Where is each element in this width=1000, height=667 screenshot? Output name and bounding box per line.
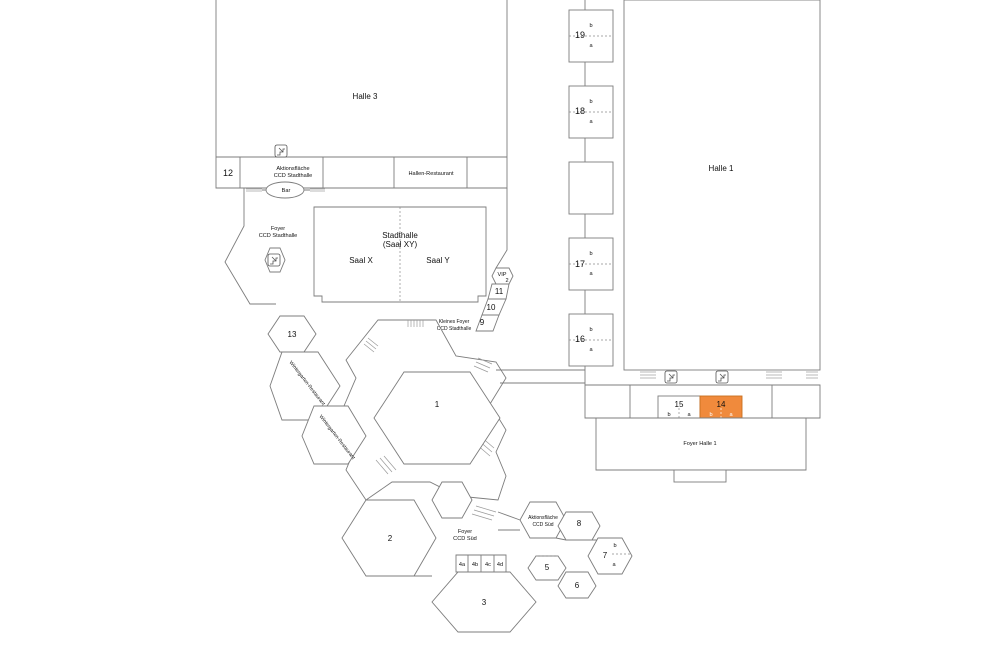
room-4d-label: 4d — [497, 562, 503, 568]
stadthalle-label: Stadthalle — [382, 231, 418, 240]
aktionsflaeche-stadthalle-label: Aktionsfläche — [276, 166, 309, 172]
wintergarten-restaurant-2[interactable] — [301, 405, 367, 465]
room-18-label: 18 — [575, 106, 585, 116]
saal-x-label[interactable]: Saal X — [349, 256, 373, 265]
stairs — [640, 371, 818, 379]
stairs-icon — [664, 370, 678, 384]
room-19[interactable] — [568, 9, 614, 63]
room-18a-label: a — [589, 119, 593, 125]
room-16a-label: a — [589, 347, 593, 353]
room-8-label: 8 — [577, 519, 582, 528]
room-18b-label: b — [589, 99, 592, 105]
room-5-label: 5 — [545, 563, 550, 572]
kleines-foyer-sub: CCD Stadthalle — [437, 326, 472, 332]
stairs-icon — [267, 253, 281, 267]
room-4a-label: 4a — [459, 562, 466, 568]
room-17-label: 17 — [575, 259, 585, 269]
room-7b-label: b — [613, 543, 616, 549]
bar[interactable] — [265, 181, 305, 199]
aktionsflaeche-stadthalle-sub: CCD Stadthalle — [274, 173, 313, 179]
room-19a-label: a — [589, 43, 593, 49]
hallen-restaurant-label[interactable]: Hallen-Restaurant — [408, 171, 454, 177]
room-19-label: 19 — [575, 30, 585, 40]
room-1-label: 1 — [435, 400, 440, 409]
room-9-label[interactable]: 9 — [480, 318, 485, 327]
room-16[interactable] — [568, 313, 614, 367]
room-3-label: 3 — [482, 598, 487, 607]
stairs-icon — [274, 144, 288, 158]
vip-2-label: 2 — [505, 278, 508, 284]
room-17b-label: b — [589, 251, 592, 257]
stair-core — [431, 481, 473, 519]
room-14-label: 14 — [717, 400, 726, 409]
foyer-halle-1-label: Foyer Halle 1 — [683, 441, 716, 447]
halle-3-label: Halle 3 — [353, 92, 378, 101]
room-15a-label: a — [687, 412, 691, 418]
room-4c-label: 4c — [485, 562, 491, 568]
halle-3[interactable]: Halle 3 — [215, 0, 508, 189]
room-7a-label: a — [612, 562, 616, 568]
stairs — [363, 320, 497, 521]
room-10-label[interactable]: 10 — [487, 303, 496, 312]
room-15b-label: b — [667, 412, 670, 418]
saal-y-label[interactable]: Saal Y — [426, 256, 450, 265]
bar-label: Bar — [282, 188, 291, 194]
halle-1[interactable] — [584, 0, 821, 419]
aktionsflaeche-sued-label: Aktionsfläche — [528, 515, 558, 521]
room-16-label: 16 — [575, 334, 585, 344]
room-17a-label: a — [589, 271, 593, 277]
room-15-label: 15 — [675, 400, 684, 409]
room-18[interactable] — [568, 85, 614, 139]
halle-1-label: Halle 1 — [709, 164, 734, 173]
room-17[interactable] — [568, 237, 614, 291]
room-16b-label: b — [589, 327, 592, 333]
room-14b-label: b — [709, 412, 712, 418]
room-3[interactable] — [431, 571, 537, 633]
foyer-sued-sub: CCD Süd — [453, 536, 477, 542]
room-1[interactable] — [373, 371, 501, 465]
vip-label[interactable]: VIP — [497, 272, 506, 278]
room-11-label[interactable]: 11 — [495, 287, 504, 296]
room-6[interactable] — [557, 571, 597, 599]
foyer-halle-1[interactable] — [595, 417, 807, 483]
room-4b-label: 4b — [472, 562, 478, 568]
stadthalle[interactable] — [313, 206, 487, 303]
room-7-label: 7 — [603, 551, 608, 560]
kleines-foyer-label: Kleines Foyer — [439, 319, 470, 325]
stadthalle-sub: (Saal XY) — [383, 240, 418, 249]
room-12-label[interactable]: 12 — [223, 168, 233, 178]
rooms-4a-4d[interactable] — [455, 554, 507, 573]
room-14a-label: a — [729, 412, 733, 418]
rooms-9-11[interactable] — [475, 267, 514, 332]
aktionsflaeche-sued-sub: CCD Süd — [532, 522, 553, 528]
room-6-label: 6 — [575, 581, 580, 590]
stairs-icon — [715, 370, 729, 384]
room-13-label: 13 — [288, 330, 297, 339]
foyer-stadthalle-label: Foyer — [271, 226, 285, 232]
room-7[interactable] — [587, 537, 633, 575]
foyer-stadthalle-sub: CCD Stadthalle — [259, 233, 298, 239]
room-blank — [568, 161, 614, 215]
foyer-sued-label: Foyer — [458, 529, 472, 535]
stairs — [246, 188, 325, 192]
room-2-label: 2 — [388, 534, 393, 543]
room-19b-label: b — [589, 23, 592, 29]
